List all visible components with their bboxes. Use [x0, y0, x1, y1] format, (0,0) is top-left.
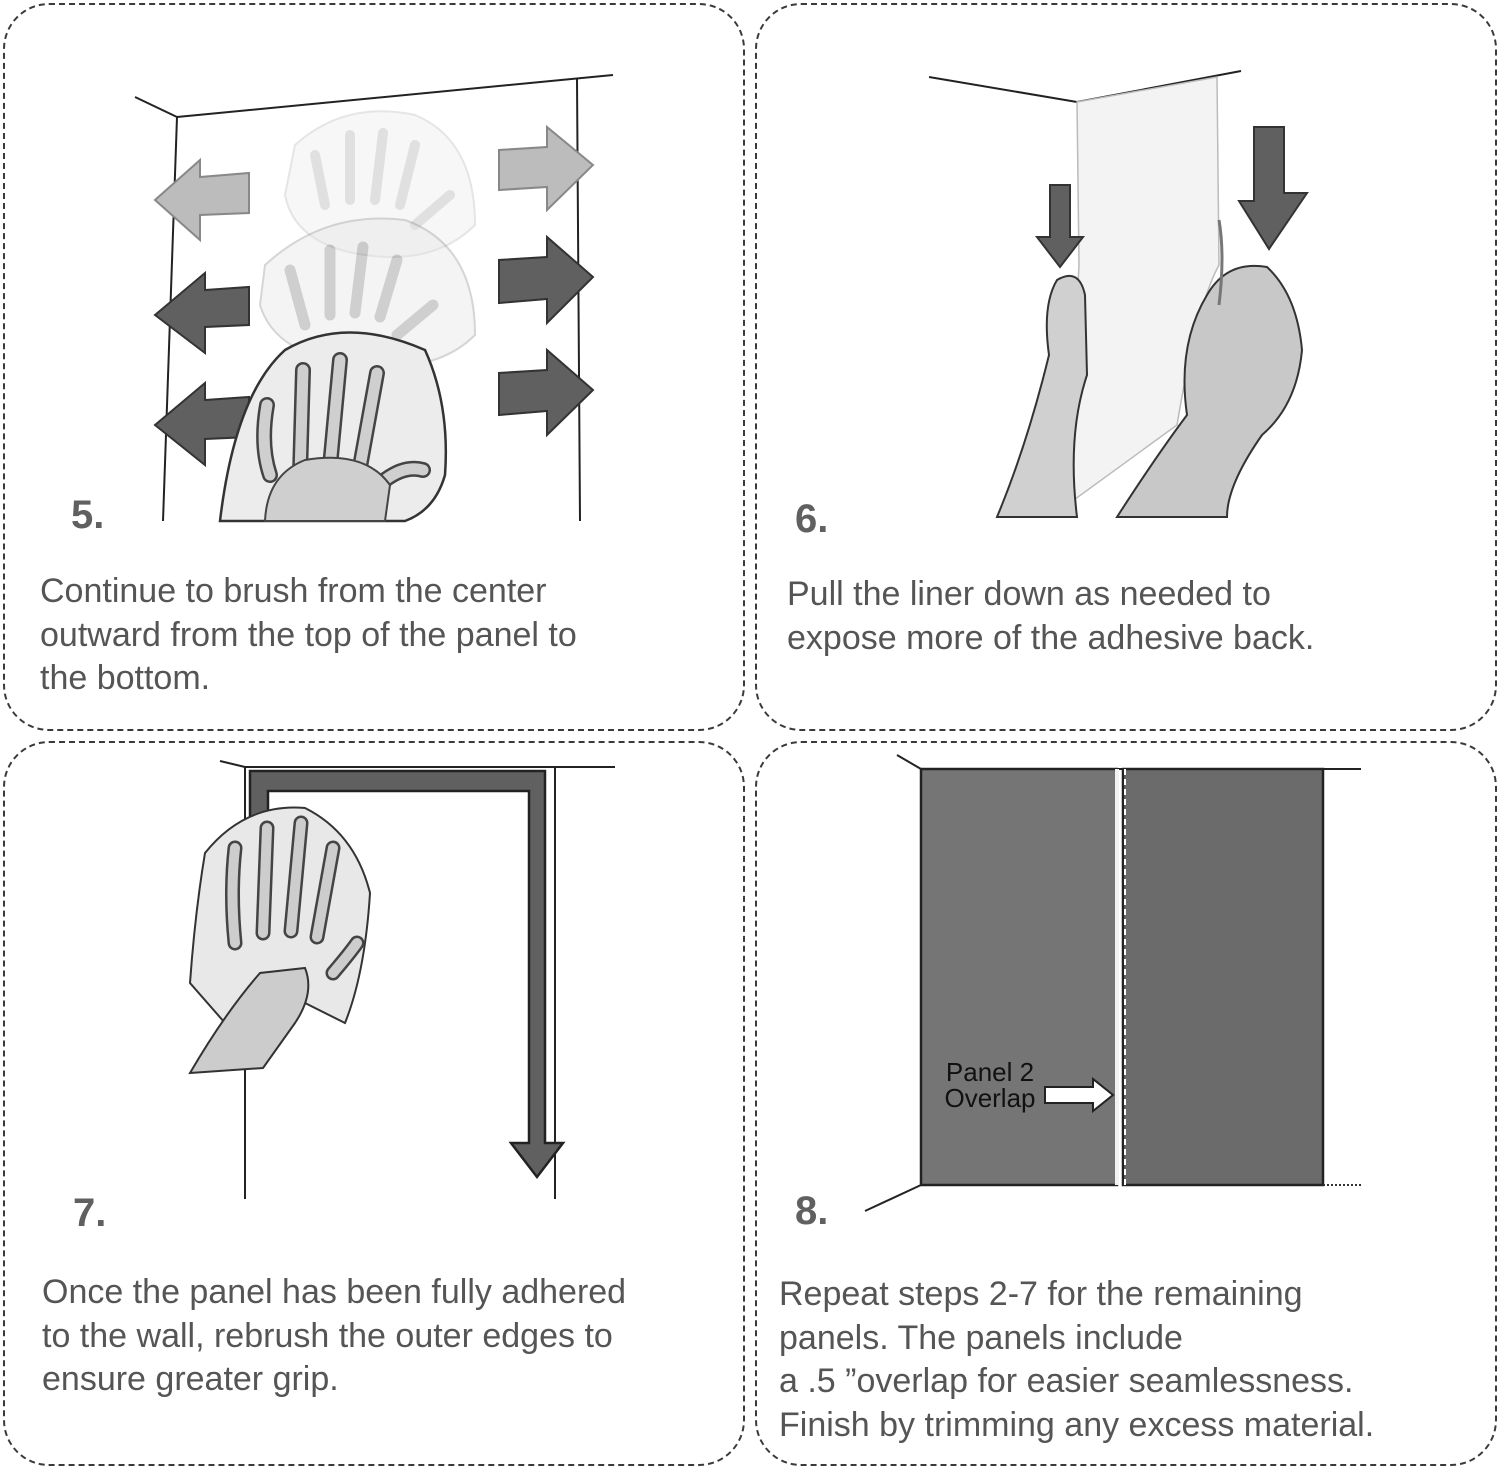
arrows-right-group: [498, 124, 595, 438]
step-7-card: 7. Once the panel has been fully adhered…: [3, 741, 745, 1466]
arrow-left-dark-icon: [153, 270, 250, 356]
wall-panel-2: [1121, 767, 1325, 1187]
wall-panel-1: [919, 767, 1119, 1187]
step-8-card: Panel 2 Overlap 8. Repeat steps 2-7 for …: [755, 741, 1497, 1466]
overlap-label: Panel 2 Overlap: [935, 1059, 1045, 1111]
step-6-card: 6. Pull the liner down as needed to expo…: [755, 3, 1497, 731]
overlap-label-line-1: Panel 2: [945, 1057, 1035, 1087]
step-5-illustration: [134, 74, 614, 523]
left-hand-icon: [995, 275, 1089, 518]
right-hand-icon: [1115, 219, 1304, 518]
arrow-right-light-icon: [498, 124, 595, 213]
arrow-right-dark-icon: [498, 234, 595, 326]
arrow-down-large-icon: [1237, 126, 1309, 251]
step-description: Once the panel has been fully adhered to…: [42, 1273, 627, 1398]
arrows-left-group: [153, 157, 250, 468]
step-description: Continue to brush from the center outwar…: [40, 572, 577, 697]
step-number: 8.: [795, 1189, 829, 1233]
overlap-label-line-2: Overlap: [944, 1083, 1036, 1113]
hand-with-cloth-icon: [218, 331, 448, 523]
arrow-left-light-icon: [153, 157, 250, 243]
step-number: 5.: [71, 493, 105, 537]
step-8-illustration: [864, 754, 1363, 1212]
step-description: Pull the liner down as needed to expose …: [787, 575, 1315, 657]
step-6-illustration: [928, 70, 1309, 518]
step-5-card: 5. Continue to brush from the center out…: [3, 3, 745, 731]
step-description: Repeat steps 2-7 for the remaining panel…: [779, 1275, 1375, 1444]
step-number: 7.: [73, 1191, 107, 1235]
step-7-illustration: [188, 760, 615, 1199]
ghost-hand-middle-icon: [258, 217, 477, 368]
hand-with-cloth-icon: [188, 806, 372, 1075]
step-number: 6.: [795, 497, 829, 541]
overlap-arrow-icon: [1044, 1076, 1115, 1114]
arrow-down-small-icon: [1034, 184, 1086, 269]
arrow-right-dark-icon: [498, 347, 595, 438]
ghost-hand-top-icon: [283, 110, 477, 258]
